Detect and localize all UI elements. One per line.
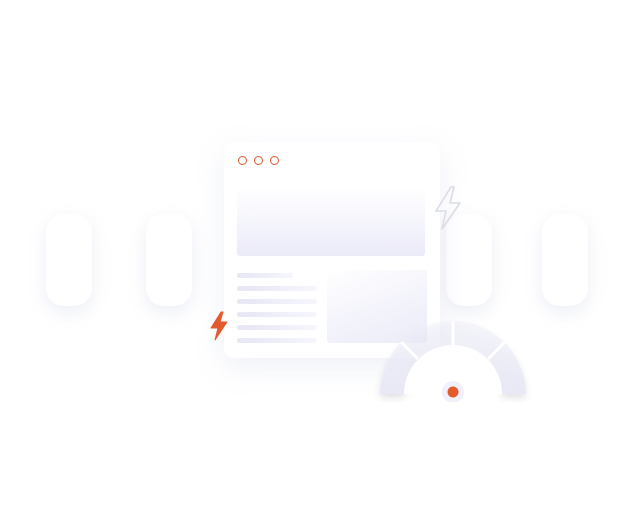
lightning-bolt-outline-icon (435, 186, 461, 230)
side-card-left-2 (146, 214, 192, 306)
side-card-right-1 (446, 214, 492, 306)
text-line (237, 312, 317, 317)
content-placeholder (327, 270, 427, 343)
text-line (237, 299, 317, 304)
text-lines-placeholder (237, 273, 317, 351)
side-card-left-1 (46, 214, 92, 306)
lightning-bolt-icon (210, 311, 228, 341)
text-line (237, 338, 317, 343)
window-dot-1 (238, 156, 247, 165)
hero-placeholder (237, 188, 425, 256)
side-card-right-2 (542, 214, 588, 306)
window-dot-3 (270, 156, 279, 165)
window-dots (238, 156, 279, 165)
text-line (237, 286, 317, 291)
text-line (237, 325, 317, 330)
speedometer-icon (380, 321, 526, 402)
browser-window (224, 142, 440, 358)
window-dot-2 (254, 156, 263, 165)
text-line (237, 273, 293, 278)
